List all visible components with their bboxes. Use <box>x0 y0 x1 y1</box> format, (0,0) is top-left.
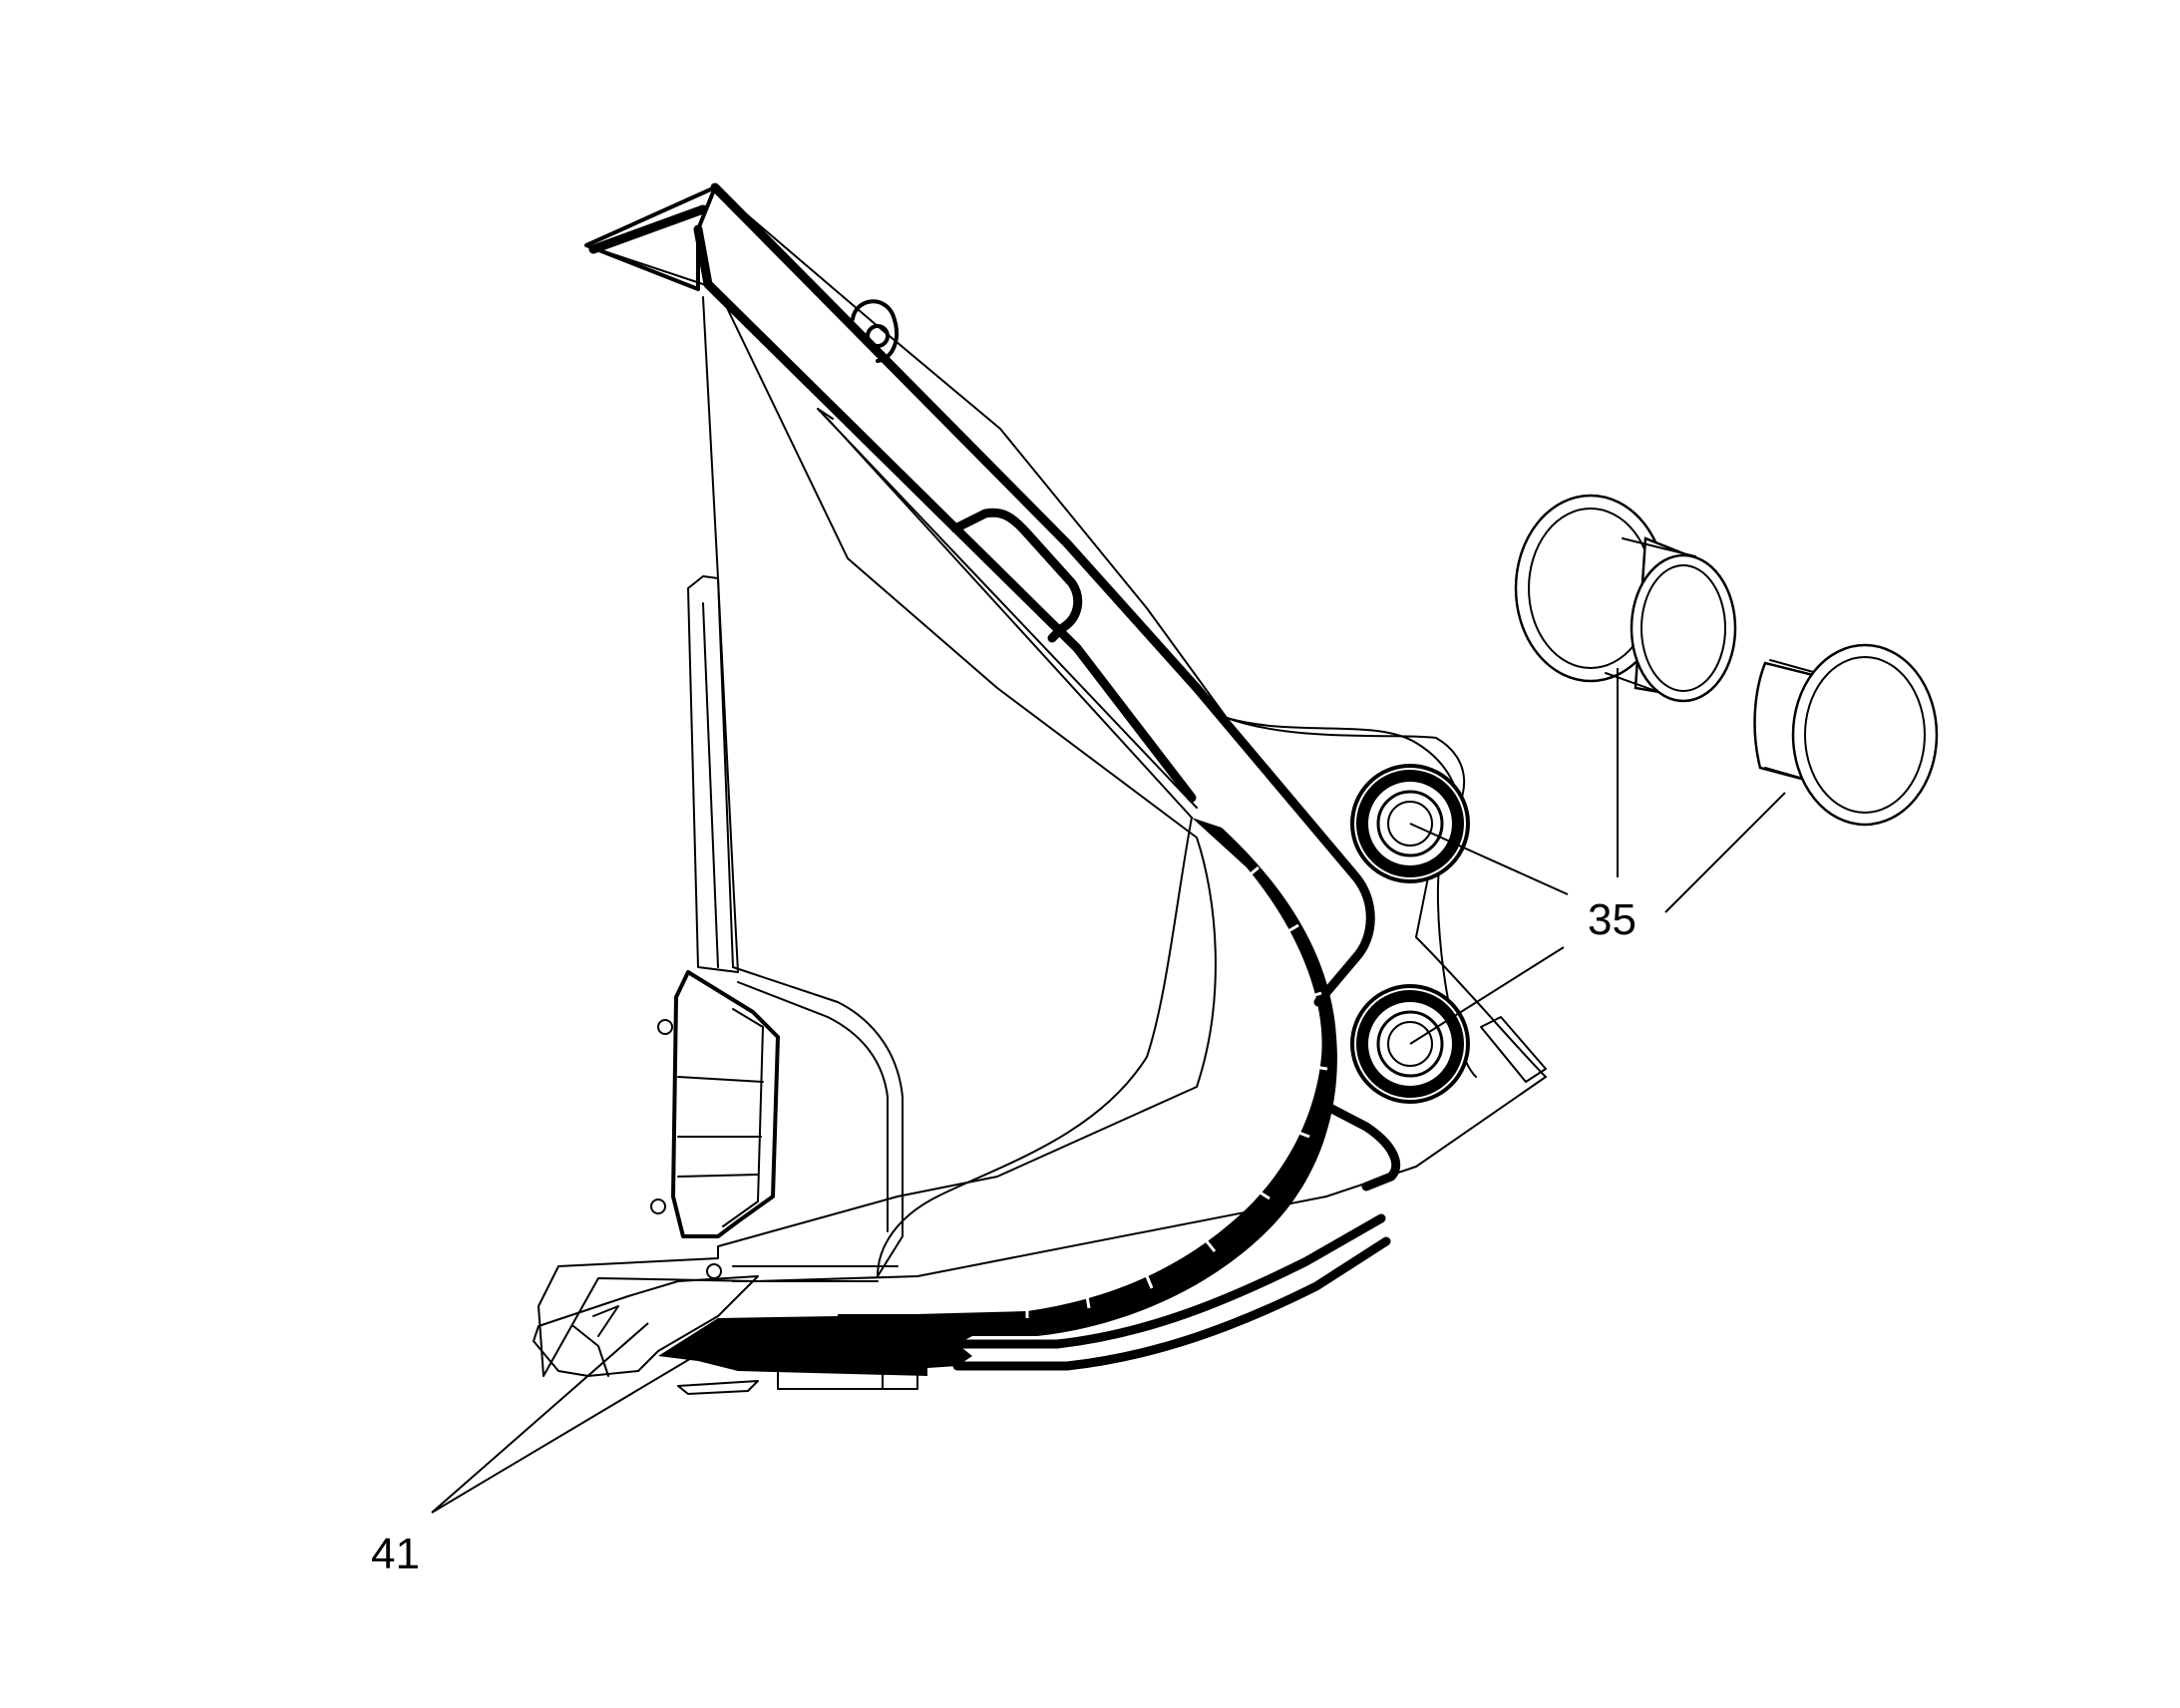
bushing-1 <box>1514 494 1737 703</box>
lifting-eye <box>851 299 899 363</box>
side-wear-block <box>650 970 780 1238</box>
bucket-inner-curve <box>877 817 1193 1277</box>
callout-35: 35 <box>1588 895 1636 944</box>
edge-block <box>777 1360 918 1390</box>
left-side-plate <box>687 575 739 973</box>
bucket-assembly <box>533 182 1547 1395</box>
leader-lines <box>431 668 1786 1514</box>
lower-lug-edge <box>1313 1097 1401 1192</box>
inner-side-line <box>732 966 904 1277</box>
arm-outer <box>710 182 1375 1007</box>
back-plate-line <box>702 296 734 968</box>
side-tooth <box>533 1275 759 1377</box>
arm-tip <box>584 185 717 291</box>
callout-41: 41 <box>371 1530 420 1578</box>
side-rib <box>817 408 1198 819</box>
bottom-edge-outer <box>952 1236 1391 1371</box>
bottom-edge-inner <box>952 1213 1386 1349</box>
arm-inner <box>693 224 1197 803</box>
arm-cutout <box>950 508 1083 643</box>
lug-tab <box>1480 1016 1547 1083</box>
bushing-2 <box>1753 643 1939 827</box>
wear-plate <box>828 818 1337 1336</box>
arm-tip-edge <box>588 204 708 254</box>
wear-plate-ticks <box>1025 865 1328 1318</box>
bucket-outer-outline <box>538 186 1547 1377</box>
lug-bushing-upper <box>1350 764 1470 883</box>
